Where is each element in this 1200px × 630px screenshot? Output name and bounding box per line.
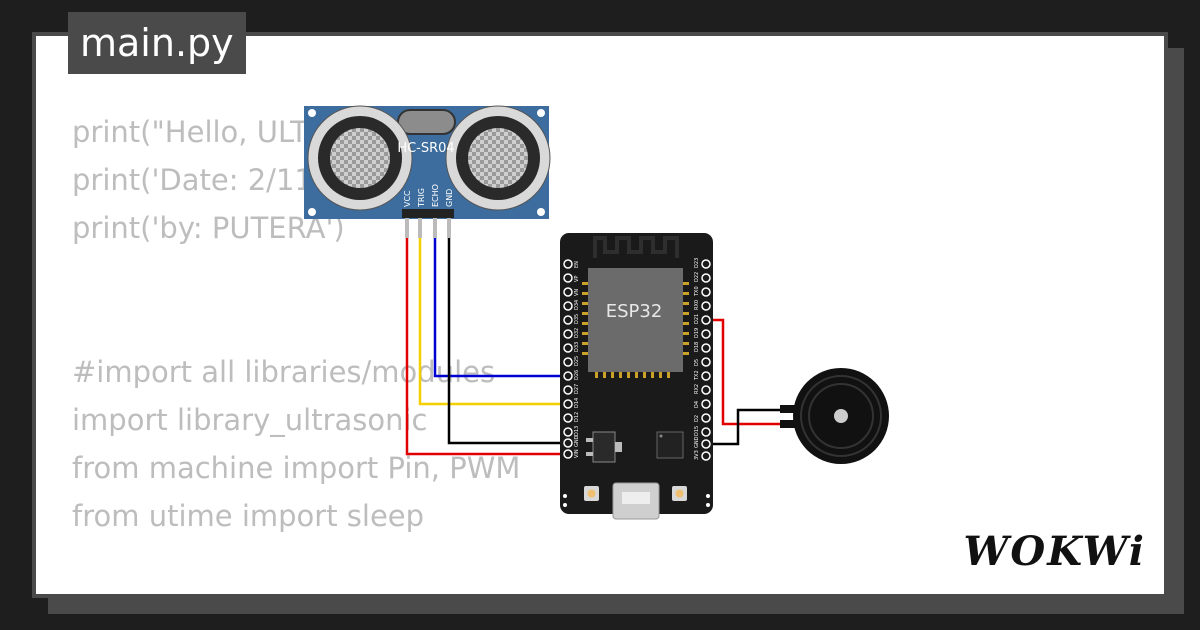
code-line: #import all libraries/modules <box>72 355 496 389</box>
pin-label: GND <box>574 435 580 447</box>
sensor-pin-label: ECHO <box>431 184 440 207</box>
ultrasonic-sensor[interactable]: HC-SR04 VCC TRIG ECHO GND <box>304 105 551 238</box>
boot-button[interactable] <box>584 486 599 501</box>
esp32-label: ESP32 <box>606 301 663 322</box>
pin-label: D12 <box>574 412 580 422</box>
piezo-buzzer[interactable] <box>780 368 889 464</box>
sensor-pin-label: GND <box>445 189 454 207</box>
pin-label: D18 <box>694 342 700 352</box>
pin-label: D14 <box>574 398 580 408</box>
wire-buzzer-gnd[interactable] <box>706 408 782 446</box>
pin-label: D32 <box>574 328 580 338</box>
pin-label: D22 <box>694 272 700 282</box>
pin-label: VIN <box>574 449 580 458</box>
code-line: from machine import Pin, PWM <box>72 451 521 485</box>
pin-label: D27 <box>574 384 580 394</box>
left-header-pins <box>563 259 573 459</box>
pin-label: TX0 <box>694 286 700 297</box>
pin-label: D19 <box>694 328 700 338</box>
pin-label: D5 <box>694 359 700 366</box>
pin-label: EN <box>574 261 580 268</box>
pin-label: D33 <box>574 342 580 352</box>
wire-buzzer-signal[interactable] <box>706 318 782 426</box>
pin-label: GND <box>694 436 700 448</box>
pin-label: VP <box>574 276 580 282</box>
usb-chip <box>656 431 684 459</box>
pin-label: TX2 <box>694 370 700 381</box>
sensor-label: HC-SR04 <box>397 141 454 156</box>
pin-label: RX2 <box>694 384 700 394</box>
code-line: from utime import sleep <box>72 499 425 533</box>
file-tab[interactable]: main.py <box>68 12 246 74</box>
wire-vcc[interactable] <box>405 238 568 456</box>
pin-label: D4 <box>694 401 700 408</box>
left-pin-labels: EN VP VN D34 D35 D32 D33 D25 D26 D27 D14… <box>574 261 580 458</box>
pin-label: D21 <box>694 314 700 324</box>
pin-label: VN <box>574 289 580 296</box>
sensor-pin-label: TRIG <box>417 188 426 208</box>
wire-echo[interactable] <box>433 238 568 378</box>
wire-gnd[interactable] <box>447 238 568 445</box>
code-line: print('Date: 2/11 <box>72 163 313 197</box>
wires <box>405 238 782 456</box>
pin-label: D35 <box>574 314 580 324</box>
wokwi-logo[interactable]: WOKWi <box>963 528 1146 575</box>
pin-label: D13 <box>574 426 580 436</box>
pin-label: D26 <box>574 370 580 380</box>
pin-label: D34 <box>574 300 580 310</box>
right-header-pins <box>701 259 711 461</box>
code-line: import library_ultrasonic <box>72 403 428 437</box>
right-pin-labels: D23 D22 TX0 RX0 D21 D19 D18 D5 TX2 RX2 D… <box>694 258 700 460</box>
esp32-board[interactable]: ESP32 <box>560 233 713 520</box>
sensor-pin-label: VCC <box>403 190 412 207</box>
pin-label: RX0 <box>694 300 700 310</box>
pin-label: 3V3 <box>694 450 700 460</box>
pin-label: D2 <box>694 415 700 422</box>
pin-label: D23 <box>694 258 700 268</box>
wire-trig[interactable] <box>418 238 568 406</box>
en-button[interactable] <box>672 486 687 501</box>
voltage-regulator <box>586 431 622 463</box>
chip-pins <box>582 282 689 378</box>
pin-label: D15 <box>694 426 700 436</box>
pin-label: D25 <box>574 356 580 366</box>
